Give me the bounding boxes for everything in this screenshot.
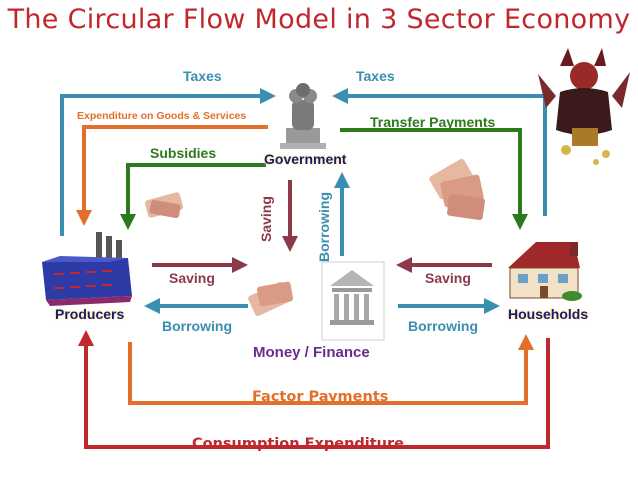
producer-borrowing-label: Borrowing <box>162 318 232 334</box>
consumption-expenditure-label: Consumption Expenditure <box>192 436 404 452</box>
taxes-label-right: Taxes <box>356 68 395 84</box>
government-emblem-icon <box>280 83 326 149</box>
consumption-arrow <box>78 330 550 449</box>
subsidies-arrow <box>120 163 266 230</box>
taxes-label-left: Taxes <box>183 68 222 84</box>
households-label: Households <box>508 306 589 322</box>
devil-icon <box>538 48 630 165</box>
household-borrowing-label: Borrowing <box>408 318 478 334</box>
money-bundle-icon <box>144 192 184 219</box>
government-label: Government <box>264 151 347 167</box>
page-title: The Circular Flow Model in 3 Sector Econ… <box>7 4 631 35</box>
producer-saving-label: Saving <box>169 270 215 286</box>
expenditure-arrow <box>76 125 268 226</box>
household-saving-label: Saving <box>425 270 471 286</box>
factory-icon <box>42 232 132 306</box>
house-icon <box>508 242 582 301</box>
taxes-producers-arrow <box>60 88 276 236</box>
bank-icon <box>321 261 385 341</box>
money-finance-label: Money / Finance <box>253 344 370 361</box>
subsidies-label: Subsidies <box>150 145 217 161</box>
money-bundle-icon <box>429 158 485 221</box>
transfer-payments-arrow <box>340 128 528 230</box>
money-bundle-icon <box>248 281 294 317</box>
transfer-payments-label: Transfer Payments <box>370 114 496 130</box>
government-borrowing-label: Borrowing <box>316 192 332 262</box>
producers-label: Producers <box>55 306 125 322</box>
factor-payments-arrow <box>128 334 534 405</box>
expenditure-label: Expenditure on Goods & Services <box>77 110 247 122</box>
factor-payments-label: Factor Payments <box>252 389 389 405</box>
government-saving-label: Saving <box>258 196 274 242</box>
